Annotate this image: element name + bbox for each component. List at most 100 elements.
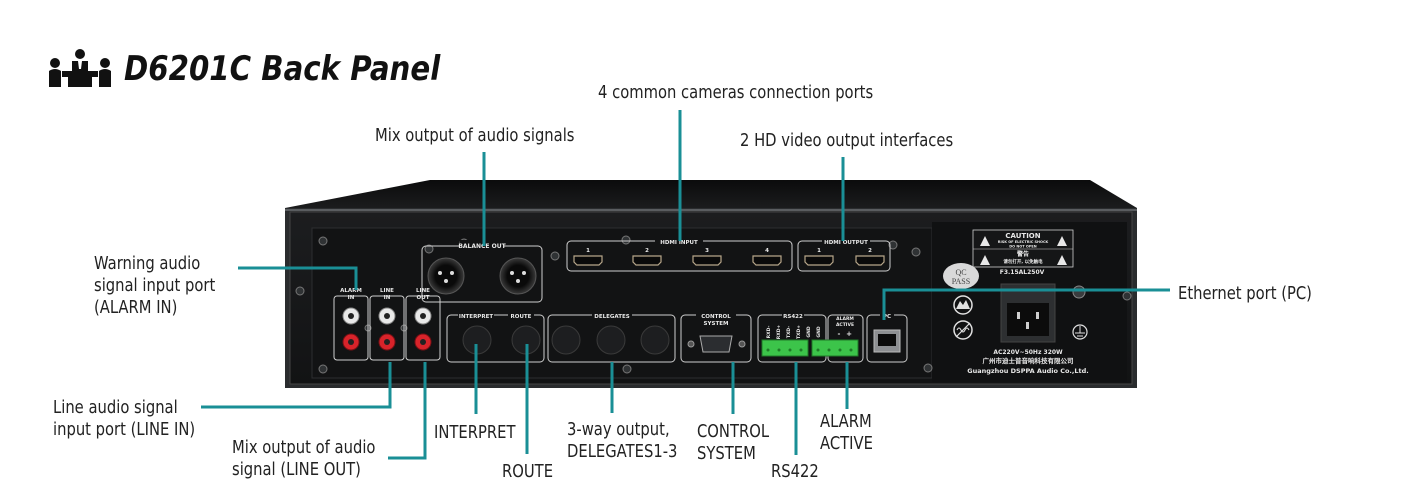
rs422-pin-label: GND xyxy=(806,326,812,337)
hdmi-input-port-1[interactable] xyxy=(573,255,603,266)
callout-line: ALARM xyxy=(820,411,872,432)
caution-line2: DO NOT OPEN xyxy=(1009,245,1037,249)
leader-alarm-in xyxy=(238,266,358,290)
rca-section: ALARM IN LINE IN LINE OUT xyxy=(333,288,441,361)
leader-line-in xyxy=(201,362,392,409)
callout-mix-output-top: Mix output of audio signals xyxy=(375,125,575,146)
alarm-in-label: ALARM xyxy=(340,288,362,294)
callout-line: signal input port xyxy=(94,275,216,296)
hdmi-output-port-1[interactable] xyxy=(804,255,834,266)
rs422-terminal-block[interactable] xyxy=(761,339,809,357)
callout-line: signal (LINE OUT) xyxy=(232,459,361,480)
alarm-pin-label: + xyxy=(846,330,852,338)
line-in-label: IN xyxy=(384,295,391,301)
pc-section: PC xyxy=(866,310,908,363)
xlr-output-1[interactable] xyxy=(427,257,465,295)
rs422-pin-label: RXD+ xyxy=(776,325,782,340)
callout-ethernet: Ethernet port (PC) xyxy=(1178,283,1312,304)
rs422-label: RS422 xyxy=(783,314,803,320)
din-delegates-2[interactable] xyxy=(596,325,626,355)
din-delegates-1[interactable] xyxy=(551,325,581,355)
caution-line1: RISK OF ELECTRIC SHOCK xyxy=(998,240,1049,244)
hdmi-in-number: 1 xyxy=(586,248,590,254)
company-name-en: Guangzhou DSPPA Audio Co.,Ltd. xyxy=(967,367,1089,375)
hdmi-input-label: HDMI INPUT xyxy=(660,240,698,246)
hdmi-input-port-4[interactable] xyxy=(752,255,782,266)
page-title: D6201C Back Panel xyxy=(124,49,441,89)
power-rating: AC220V~50Hz 320W xyxy=(993,349,1063,356)
control-system-label: CONTROL xyxy=(701,314,731,320)
route-label: ROUTE xyxy=(511,314,532,320)
callout-line: (ALARM IN) xyxy=(94,297,178,318)
warning-cn-sub: 请勿打开, 以免触电 xyxy=(1003,258,1043,265)
control-system-label: SYSTEM xyxy=(704,321,729,327)
line-in-label: LINE xyxy=(380,288,394,294)
interpret-label: INTERPRET xyxy=(459,314,493,320)
alarm-active-label: ACTIVE xyxy=(836,322,854,328)
rs422-pin-label: GND xyxy=(816,326,822,337)
callout-line: SYSTEM xyxy=(697,443,756,464)
callout-cameras: 4 common cameras connection ports xyxy=(598,82,874,103)
page-header: D6201C Back Panel xyxy=(48,44,492,94)
line-out-label: LINE xyxy=(416,288,430,294)
alarm-terminal-block[interactable] xyxy=(811,339,859,357)
conference-meeting-icon xyxy=(49,49,111,87)
tropical-climate-icon xyxy=(953,320,973,340)
callout-line: Line audio signal xyxy=(53,397,178,418)
ground-icon xyxy=(1072,324,1088,340)
delegates-label: DELEGATES xyxy=(594,314,629,320)
callout-control-system: CONTROL SYSTEM xyxy=(697,421,769,465)
power-inlet[interactable] xyxy=(1000,283,1056,343)
callout-hd-video: 2 HD video output interfaces xyxy=(740,130,954,151)
callout-line-out: Mix output of audio signal (LINE OUT) xyxy=(232,437,375,481)
rs422-section: RS422 ALARM ACTIVE RXD- RXD+ TXD- TXD+ G… xyxy=(757,310,864,363)
alarm-pin-label: - xyxy=(838,330,841,338)
callout-line: Warning audio xyxy=(94,253,201,274)
qc-pass-sticker: QC PASS xyxy=(943,263,979,289)
hdmi-input-port-3[interactable] xyxy=(692,255,722,266)
fuse-rating: F3.15AL250V xyxy=(1000,269,1045,276)
hdmi-in-number: 4 xyxy=(765,248,769,254)
db9-serial-port[interactable] xyxy=(699,335,733,353)
callout-delegates: 3-way output, DELEGATES1-3 xyxy=(567,419,677,463)
leader-ethernet xyxy=(882,288,1170,320)
screws xyxy=(295,235,1132,374)
caution-label: CAUTION RISK OF ELECTRIC SHOCK DO NOT OP… xyxy=(972,229,1074,276)
balance-out-section: BALANCE OUT xyxy=(421,240,543,303)
callout-alarm-active: ALARM ACTIVE xyxy=(820,411,873,455)
balance-out-label: BALANCE OUT xyxy=(458,243,506,250)
xlr-output-2[interactable] xyxy=(499,257,537,295)
company-name-cn: 广州市迪士普音响科技有限公司 xyxy=(983,356,1074,365)
callout-line: input port (LINE IN) xyxy=(53,419,196,440)
leader-line-out xyxy=(388,362,427,460)
callout-line-in: Line audio signal input port (LINE IN) xyxy=(53,397,195,441)
alarm-in-label: IN xyxy=(348,295,355,301)
warning-cn: 警告 xyxy=(1016,250,1029,258)
callout-line: Mix output of audio xyxy=(232,437,376,458)
rs422-pin-label: TXD- xyxy=(786,326,792,338)
hdmi-input-port-2[interactable] xyxy=(632,255,662,266)
hdmi-output-label: HDMI OUTPUT xyxy=(824,240,868,246)
hdmi-in-number: 3 xyxy=(705,248,709,254)
callout-line: DELEGATES1-3 xyxy=(567,441,678,462)
callout-alarm-in: Warning audio signal input port (ALARM I… xyxy=(94,253,215,319)
hdmi-output-port-2[interactable] xyxy=(855,255,885,266)
qc-text: PASS xyxy=(952,277,970,286)
rs422-pin-label: RXD- xyxy=(766,326,772,339)
altitude-icon xyxy=(953,295,973,315)
pc-label: PC xyxy=(883,314,891,320)
callout-line: 3-way output, xyxy=(567,419,670,440)
callout-route: ROUTE xyxy=(502,461,554,482)
qc-text: QC xyxy=(955,268,966,277)
line-out-label: OUT xyxy=(417,295,430,301)
leader-lines xyxy=(201,110,1170,460)
din-delegates-3[interactable] xyxy=(640,325,670,355)
hdmi-in-number: 2 xyxy=(645,248,649,254)
callout-rs422: RS422 xyxy=(771,461,819,482)
interpret-route-section: INTERPRET ROUTE xyxy=(446,310,545,363)
callout-line: CONTROL xyxy=(697,421,770,442)
warning-triangle-icon xyxy=(980,236,1067,265)
hdmi-out-number: 2 xyxy=(868,248,872,254)
caution-title: CAUTION xyxy=(1005,232,1040,240)
